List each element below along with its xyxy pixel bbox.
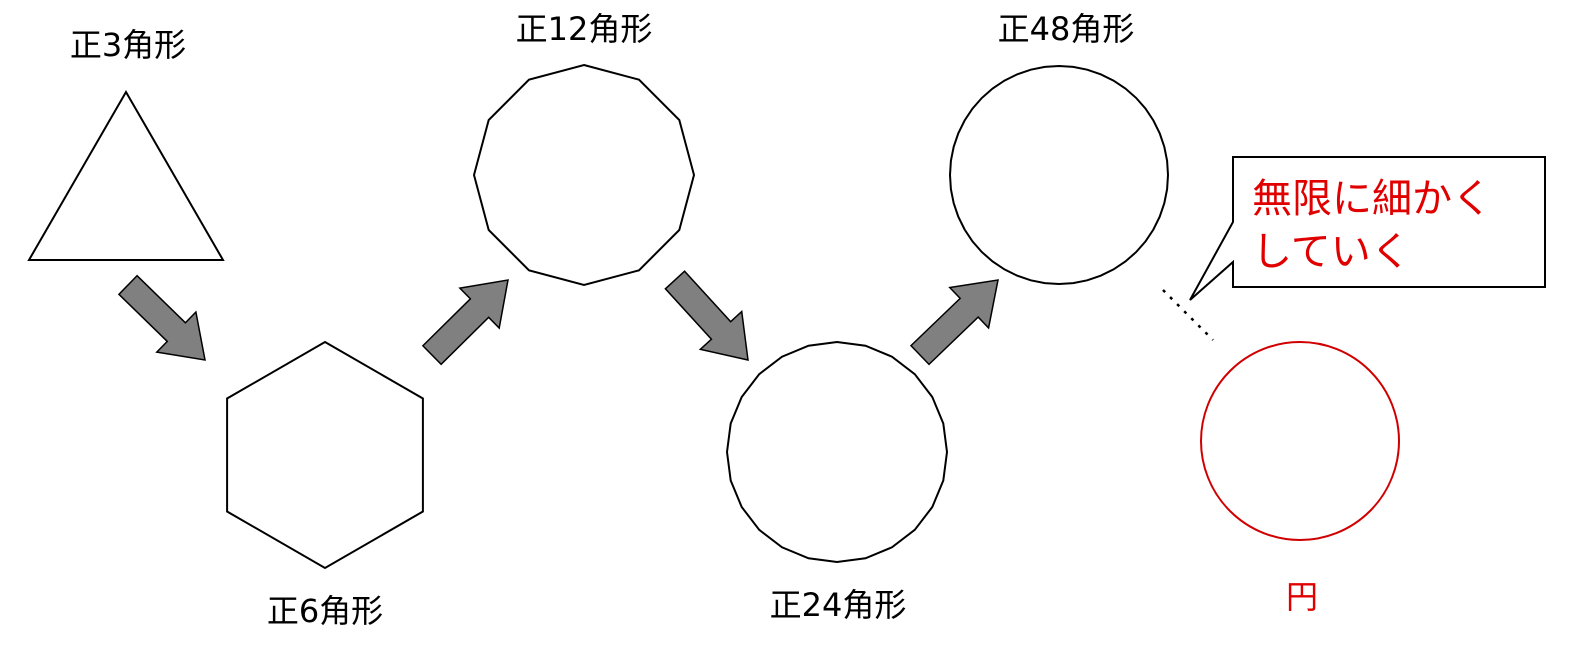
callout-line-1: 無限に細かく [1252, 176, 1492, 222]
polygon-24-sides [725, 340, 949, 564]
label-12-gon: 正12角形 [516, 10, 653, 48]
label-24-gon: 正24角形 [770, 586, 907, 624]
polygon-12-sides [472, 63, 696, 287]
polygon-48-sides [948, 64, 1170, 286]
callout-line-2: していく [1252, 229, 1411, 275]
callout-box [1189, 156, 1546, 301]
label-hexagon: 正6角形 [267, 592, 383, 630]
arrow-icon [421, 279, 509, 366]
arrow-icon [909, 279, 999, 366]
label-triangle: 正3角形 [70, 26, 186, 64]
polygon-3-sides [27, 90, 225, 261]
arrow-icon [117, 274, 206, 361]
circle-shape [1200, 341, 1400, 541]
continuation-dots [1162, 289, 1214, 341]
polygon-6-sides [226, 340, 424, 570]
arrow-icon [664, 270, 749, 361]
label-48-gon: 正48角形 [998, 10, 1135, 48]
circle-label: 円 [1286, 578, 1318, 616]
